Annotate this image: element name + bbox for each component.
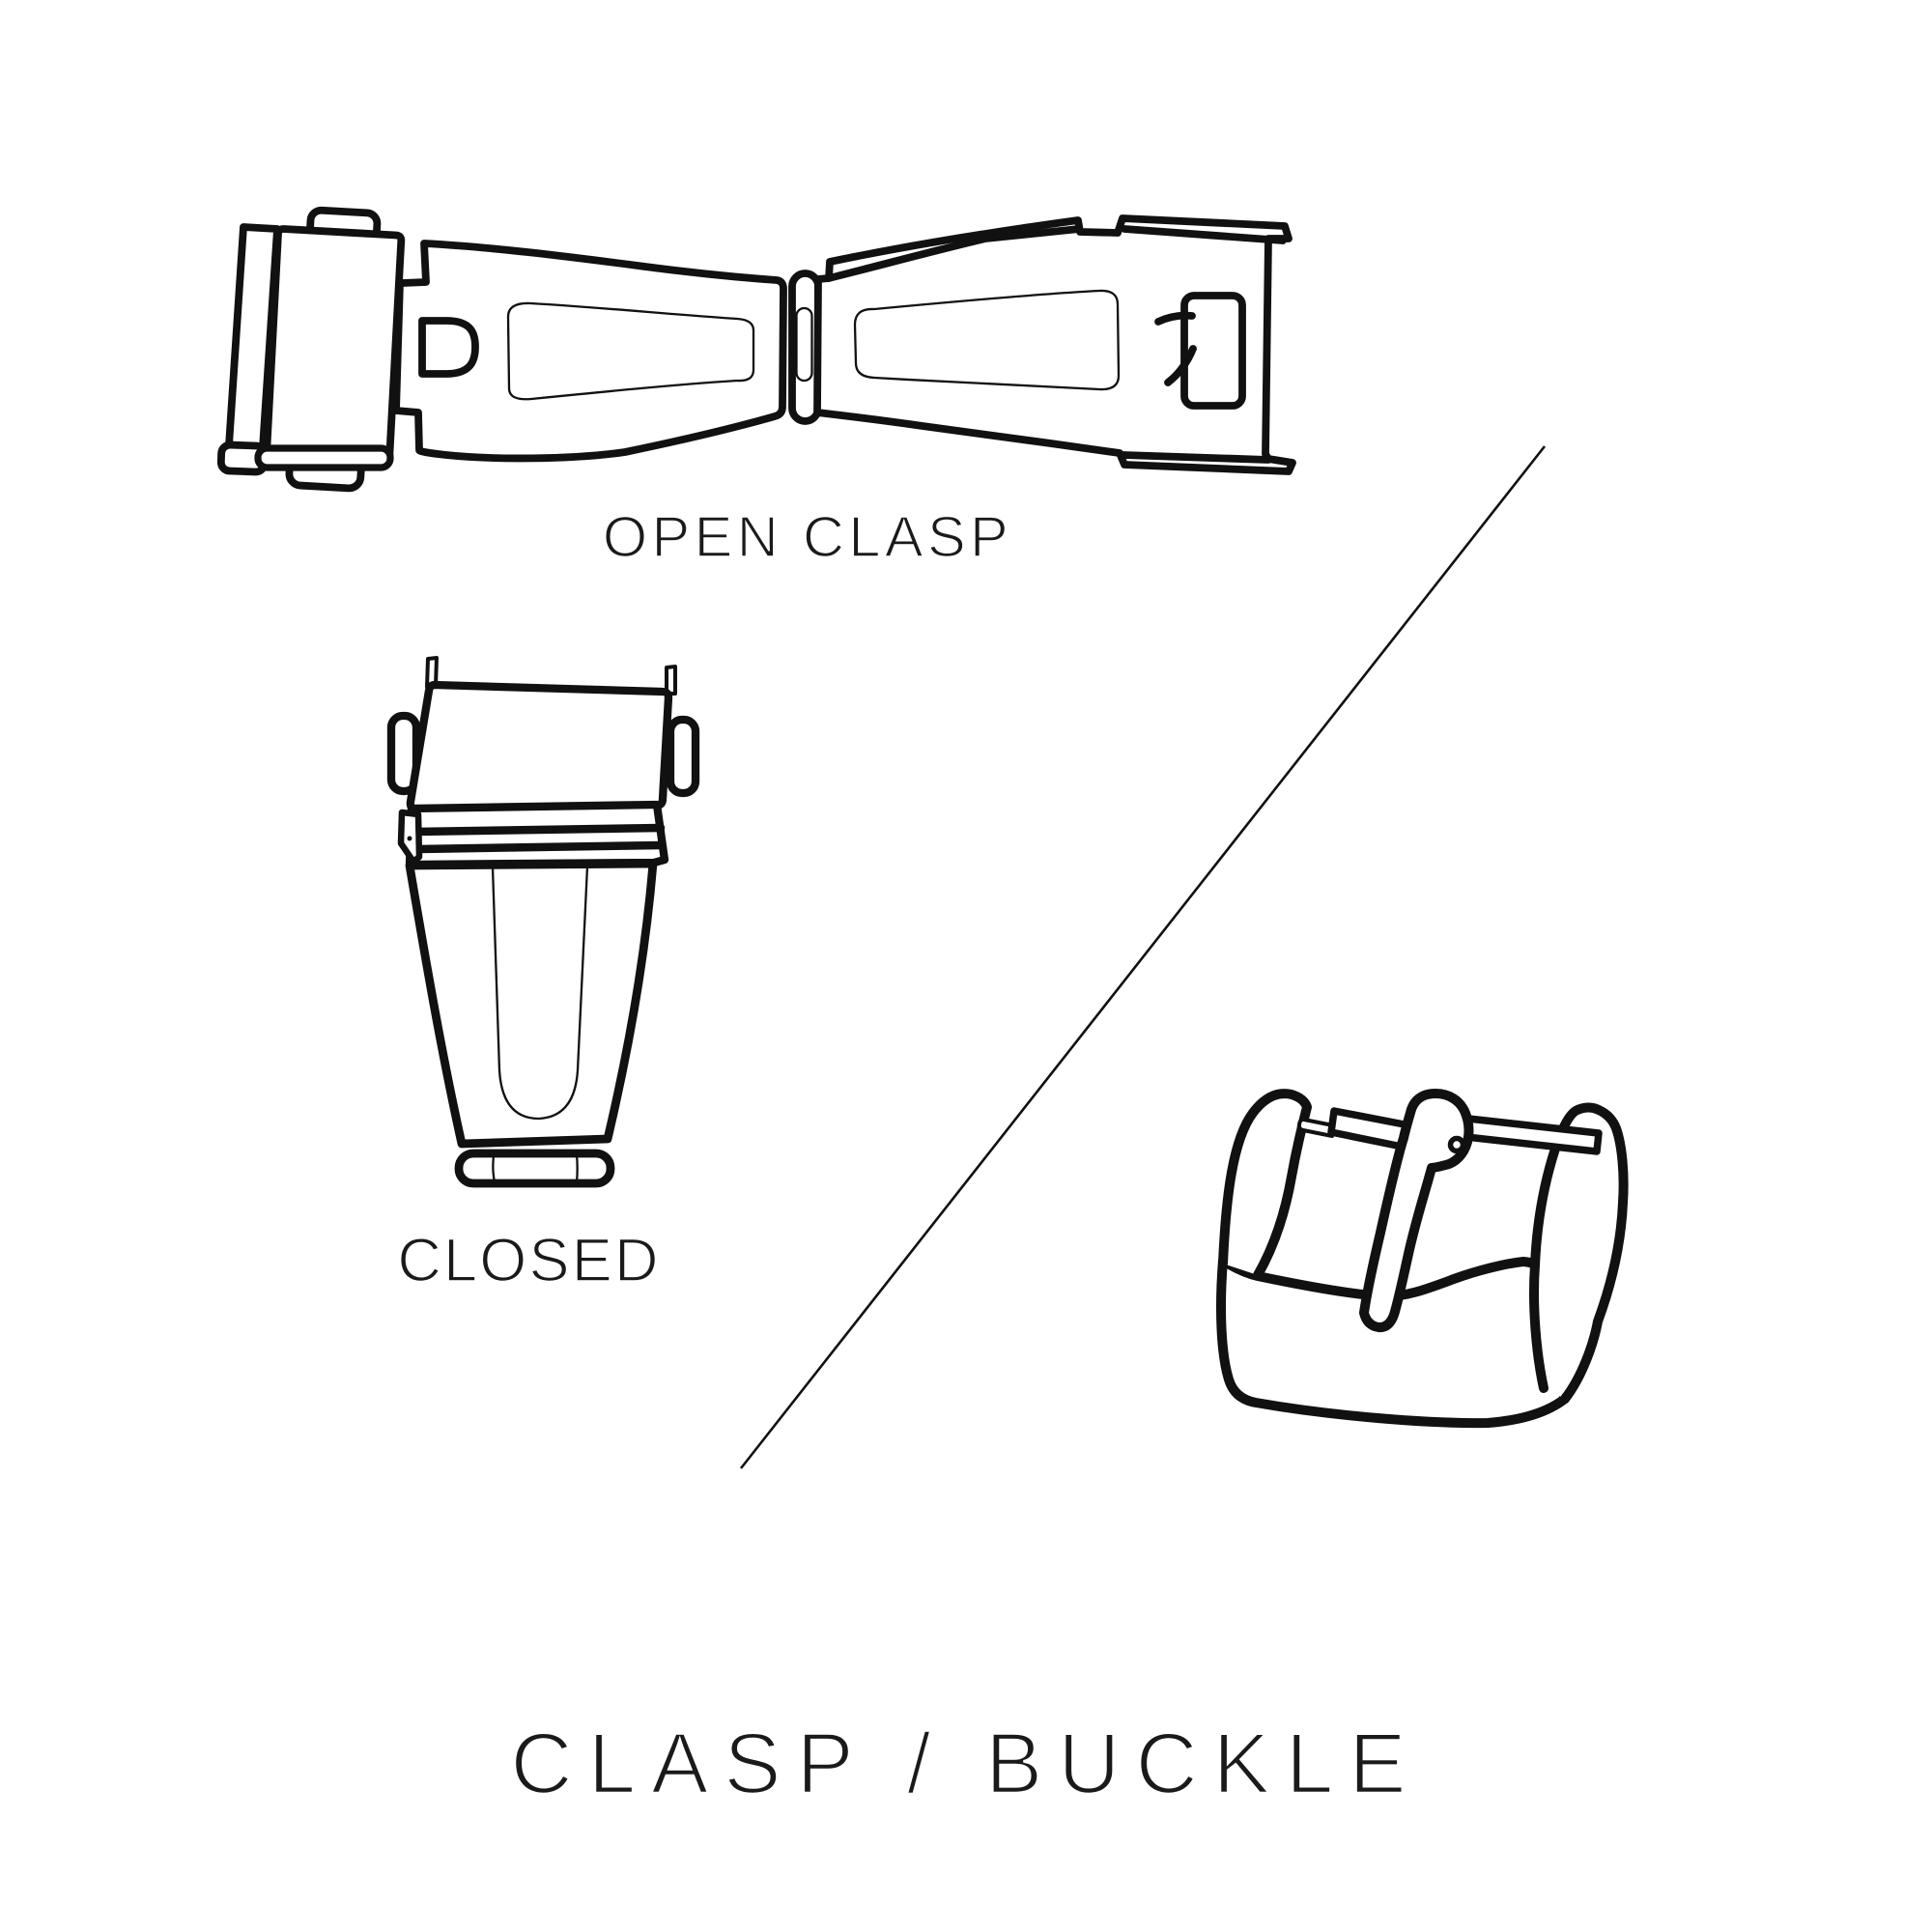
svg-text:OPEN CLASP: OPEN CLASP xyxy=(603,504,1012,569)
svg-text:CLASP / BUCKLE: CLASP / BUCKLE xyxy=(510,1715,1421,1811)
svg-text:CLOSED: CLOSED xyxy=(397,1227,660,1294)
